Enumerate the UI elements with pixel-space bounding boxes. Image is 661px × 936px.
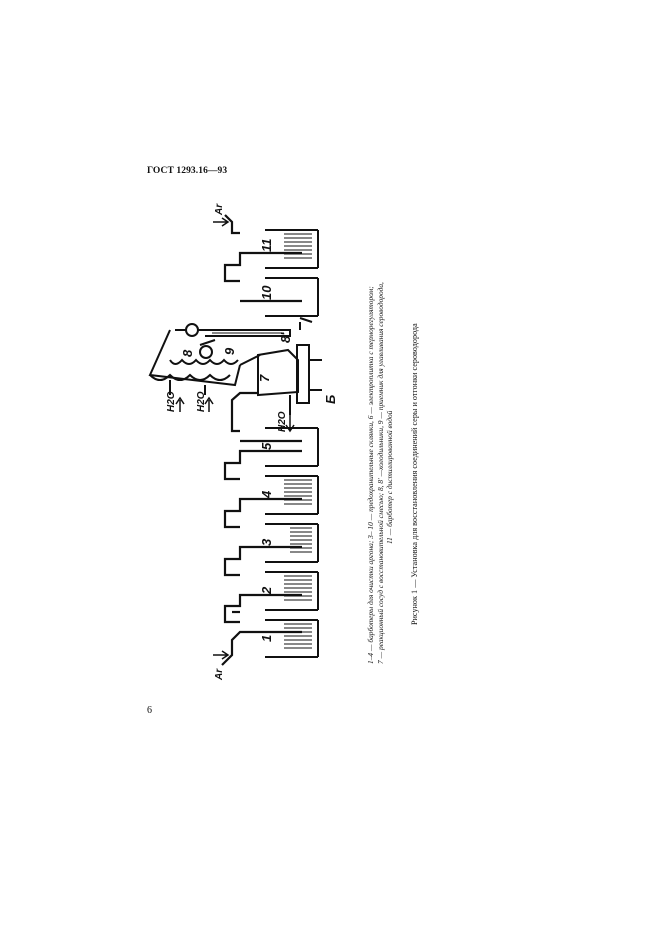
liquid-2	[284, 575, 312, 601]
vessel-11	[265, 229, 319, 269]
liquid-1	[284, 623, 312, 649]
bulb-left	[185, 323, 199, 337]
label-1: 1	[259, 635, 274, 642]
bulb-right	[199, 345, 213, 359]
vessel-4	[265, 475, 319, 515]
label-ar-in: Ar	[214, 668, 225, 681]
legend-line-1: 1–4 — барботеры для очистки аргона; 3– 1…	[366, 286, 375, 664]
label-h2o-2: H2O	[196, 391, 207, 412]
liquid-4	[284, 479, 312, 505]
reactor-7	[257, 348, 299, 397]
label-ar-out: Ar	[214, 203, 225, 216]
vessel-3	[265, 523, 319, 563]
label-h2o-1: H2O	[166, 391, 177, 412]
label-7: 7	[257, 374, 272, 382]
legend-line-2: 7 — реакционный сосуд с восстановительно…	[375, 282, 385, 664]
label-6: Б	[323, 395, 338, 404]
page-number: 6	[147, 705, 152, 716]
label-3: 3	[259, 538, 274, 546]
condenser-8	[148, 329, 241, 387]
liquid-11	[284, 233, 312, 259]
label-8: 8	[180, 349, 195, 357]
label-2: 2	[259, 586, 274, 595]
figure-title: Рисунок 1 — Установка для восстановления…	[410, 323, 419, 625]
legend-line-3: 11 — барботер с дистиллированной водой	[385, 410, 395, 544]
label-10: 10	[259, 285, 274, 300]
label-4: 4	[259, 490, 274, 499]
figure-legend: 1–4 — барботеры для очистки аргона; 3– 1…	[366, 204, 395, 664]
label-h2o-3: H2O	[277, 411, 288, 432]
standard-header: ГОСТ 1293.16—93	[147, 166, 228, 176]
condenser-8-prime	[205, 329, 291, 337]
label-9: 9	[222, 347, 237, 355]
label-5: 5	[259, 442, 274, 450]
vessel-10	[265, 277, 319, 317]
vessel-1	[265, 619, 319, 658]
label-8p: 8'	[278, 332, 293, 343]
vessel-2	[265, 571, 319, 611]
heater-6	[296, 344, 310, 404]
liquid-3	[290, 527, 312, 553]
label-11: 11	[259, 239, 274, 253]
